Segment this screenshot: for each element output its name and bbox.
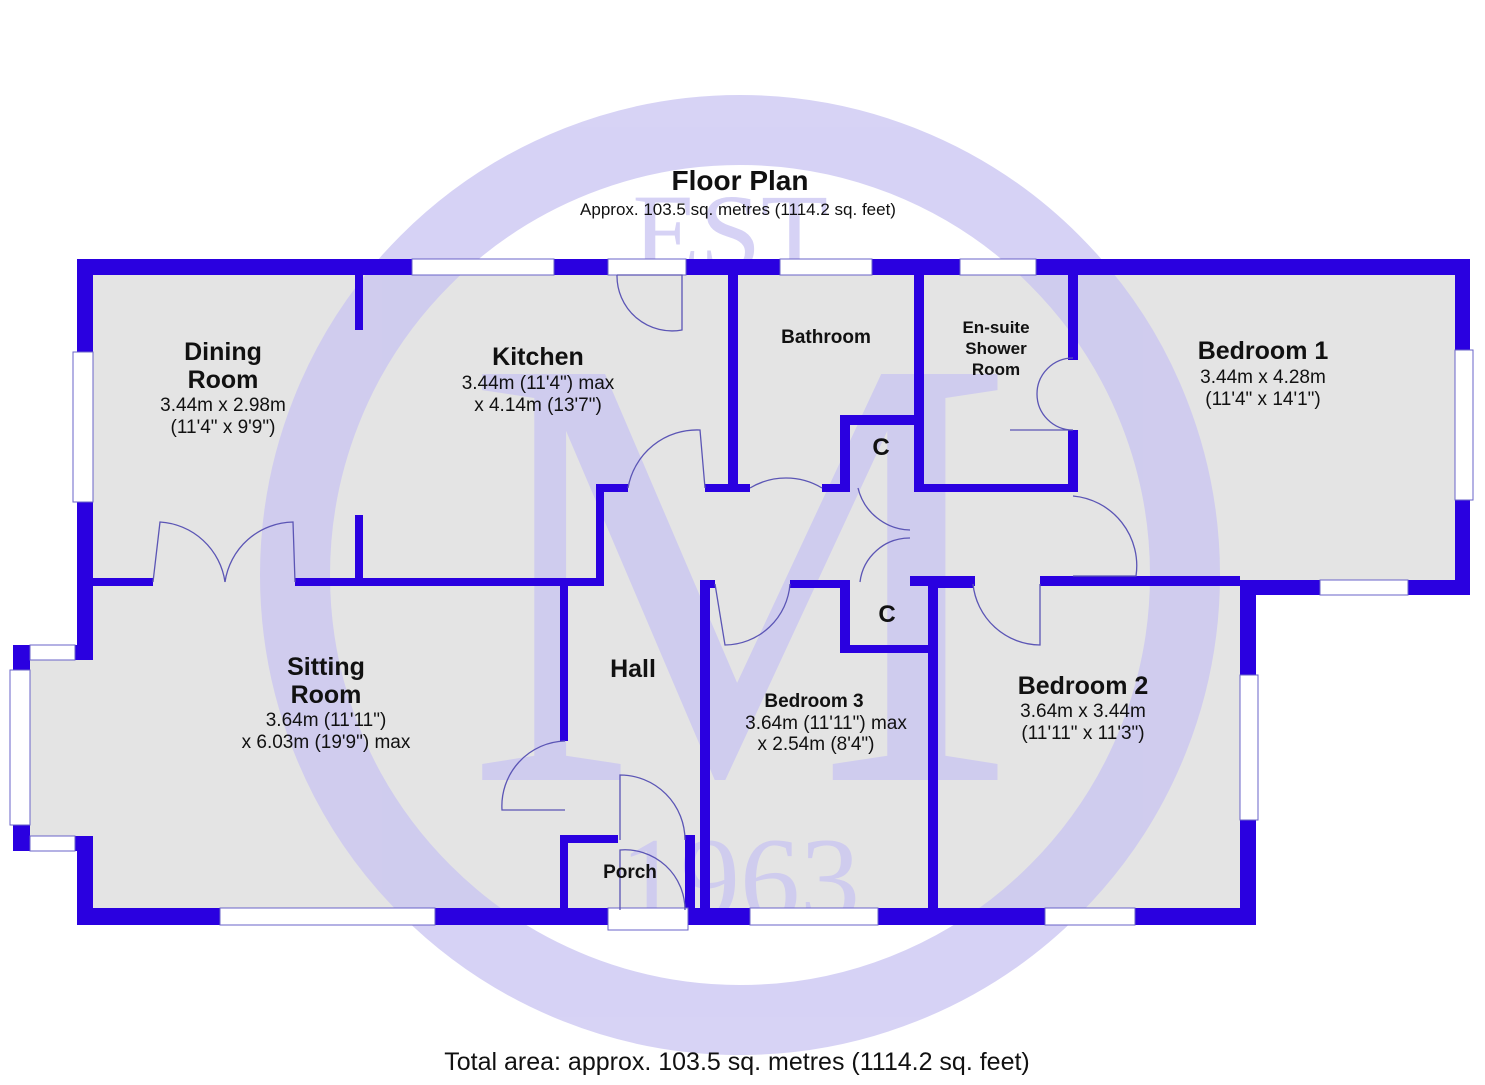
room-name: Kitchen <box>492 343 584 371</box>
room-name: Dining <box>184 338 262 366</box>
room-name: Shower <box>965 339 1027 358</box>
room-dimensions: 3.44m x 4.28m <box>1200 367 1326 388</box>
room-bedroom-2: Bedroom 2 3.64m x 3.44m (11'11" x 11'3") <box>1018 672 1149 744</box>
door-swings <box>152 274 1138 911</box>
room-dimensions: x 2.54m (8'4") <box>757 734 874 755</box>
room-name: En-suite <box>962 318 1029 337</box>
room-dimensions: 3.44m x 2.98m <box>160 395 286 416</box>
room-dimensions: (11'11" x 11'3") <box>1021 723 1144 744</box>
plan-title: Floor Plan <box>672 165 809 196</box>
room-cupboard-2: C <box>878 601 895 628</box>
total-area: Total area: approx. 103.5 sq. metres (11… <box>444 1048 1030 1076</box>
room-bathroom: Bathroom <box>781 327 871 348</box>
room-name: Bedroom 2 <box>1018 672 1149 700</box>
room-dimensions: 3.64m (11'11") max <box>745 713 907 734</box>
room-name: Bedroom 1 <box>1198 337 1329 365</box>
windows <box>9 258 1474 931</box>
room-bedroom-3: Bedroom 3 3.64m (11'11") max x 2.54m (8'… <box>745 691 907 755</box>
room-dimensions: (11'4" x 14'1") <box>1205 389 1320 410</box>
room-dimensions: 3.44m (11'4") max <box>462 373 615 394</box>
plan-subtitle: Approx. 103.5 sq. metres (1114.2 sq. fee… <box>580 200 896 219</box>
room-dimensions: x 4.14m (13'7") <box>474 395 602 416</box>
room-name: Sitting <box>287 653 365 681</box>
room-dimensions: 3.64m (11'11") <box>266 710 387 731</box>
room-hall: Hall <box>610 655 656 683</box>
room-dining-room: Dining Room 3.44m x 2.98m (11'4" x 9'9") <box>160 338 286 438</box>
room-name: Room <box>972 360 1020 379</box>
room-sitting-room: Sitting Room 3.64m (11'11") x 6.03m (19'… <box>242 653 411 753</box>
room-name: Room <box>188 366 259 394</box>
room-ensuite-shower: En-suite Shower Room <box>962 318 1029 379</box>
room-name: Bedroom 3 <box>764 691 863 712</box>
room-name: Room <box>291 681 362 709</box>
room-dimensions: 3.64m x 3.44m <box>1020 701 1146 722</box>
room-kitchen: Kitchen 3.44m (11'4") max x 4.14m (13'7"… <box>462 343 615 416</box>
room-bedroom-1: Bedroom 1 3.44m x 4.28m (11'4" x 14'1") <box>1198 337 1329 410</box>
room-cupboard-1: C <box>872 434 889 461</box>
room-porch: Porch <box>603 862 657 883</box>
room-dimensions: x 6.03m (19'9") max <box>242 732 411 753</box>
room-dimensions: (11'4" x 9'9") <box>171 417 276 438</box>
